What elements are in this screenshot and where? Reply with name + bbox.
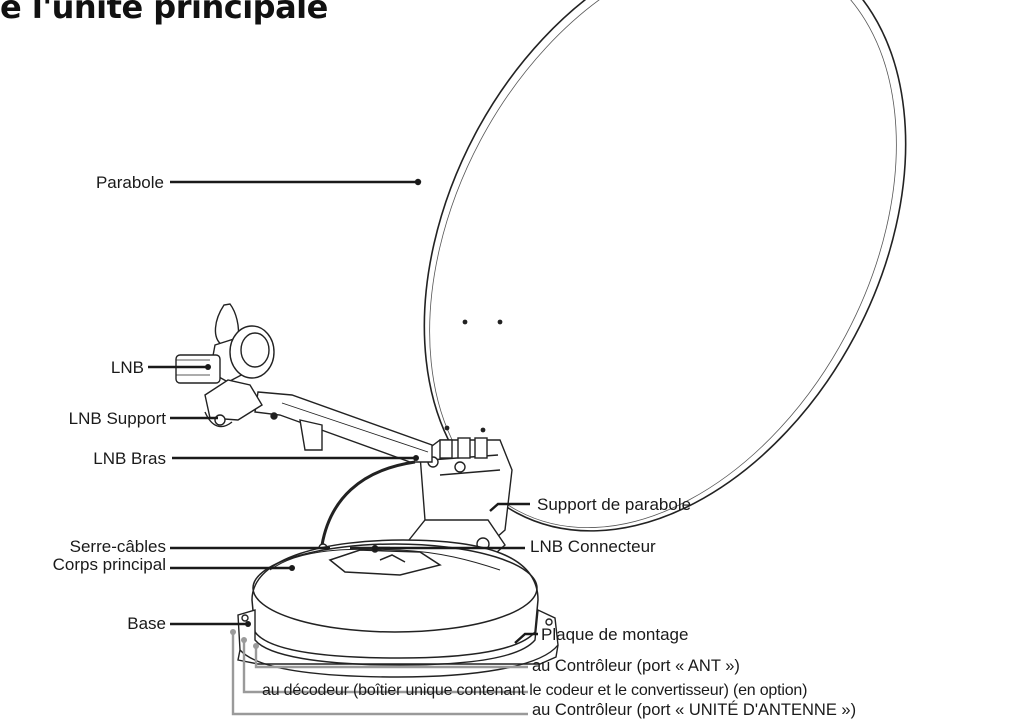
label-cable-decodeur: au décodeur (boîtier unique contenant le… [262,682,808,699]
label-lnb-support: LNB Support [68,409,166,428]
dish-support [404,437,513,561]
dish-bolt-3 [444,425,450,431]
main-body [251,539,539,659]
label-lnb-bras: LNB Bras [93,449,166,468]
dish [423,0,907,532]
cable-to-decodeur [242,640,528,694]
label-support-parabole: Support de parabole [537,495,692,514]
page-title: e l'unité principale [0,0,328,26]
lnb-cable [320,460,416,546]
cable-to-controleur-ant [254,646,528,669]
dish-bolt-4 [480,427,486,433]
label-lnb-connecteur: LNB Connecteur [530,537,656,556]
leader-support-parabole [489,502,530,512]
label-cable-controleur-ant: au Contrôleur (port « ANT ») [532,657,740,675]
label-corps-principal: Corps principal [52,555,166,574]
lnb-arm [254,391,433,463]
leader-lines [148,180,538,644]
base-plate [237,608,559,678]
label-lnb: LNB [110,358,144,377]
label-serre-cables: Serre-câbles [69,537,166,556]
cable-to-controleur-unite [231,632,528,716]
label-cable-controleur-unite: au Contrôleur (port « UNITÉ D'ANTENNE ») [532,701,857,719]
label-base: Base [127,614,166,633]
dish-bolt-2 [497,319,503,325]
dish-bolt-1 [462,319,468,325]
lnb-head [175,303,275,428]
leader-plaque-montage [514,632,538,644]
output-cables [231,632,528,716]
label-plaque-montage: Plaque de montage [541,625,689,644]
label-parabole: Parabole [95,173,164,192]
